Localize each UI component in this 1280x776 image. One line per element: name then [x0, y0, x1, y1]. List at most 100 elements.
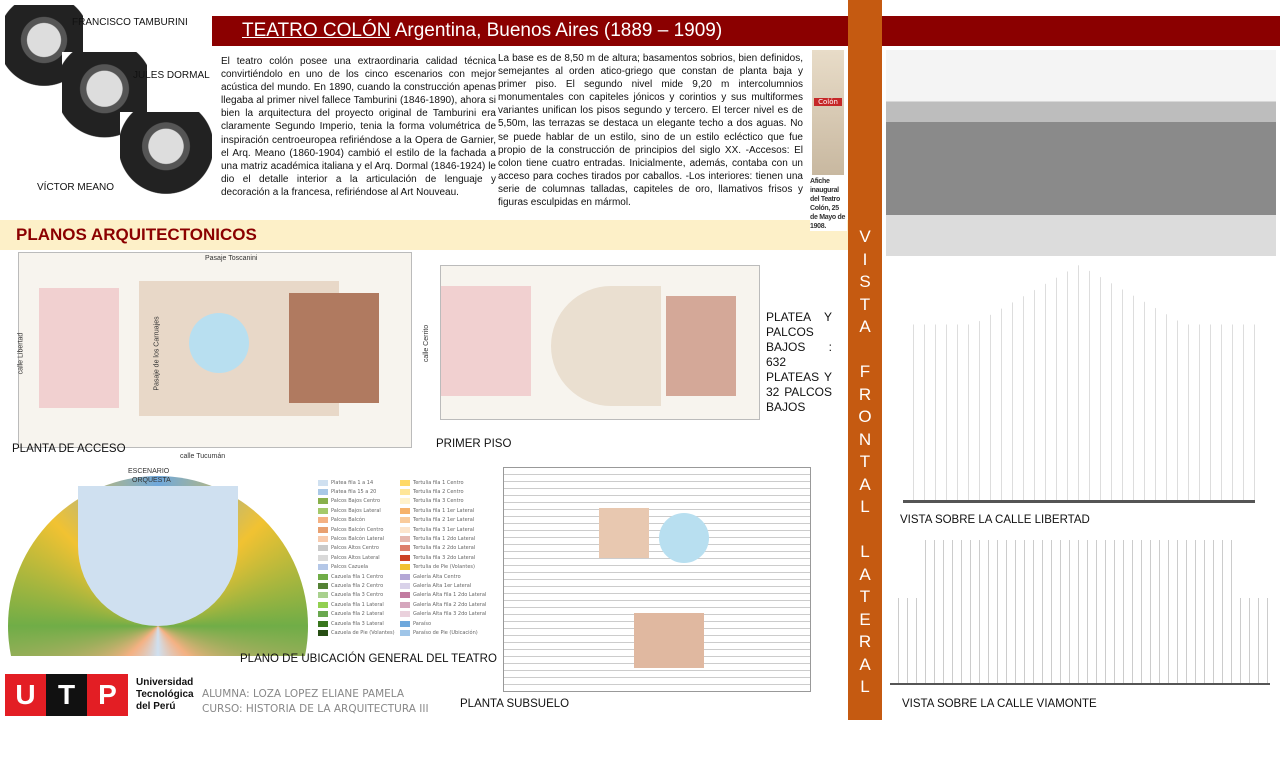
page-title: TEATRO COLÓN Argentina, Buenos Aires (18… — [212, 16, 848, 46]
legend-item: Tertulia de Pie (Volantes) — [400, 563, 486, 572]
legend-swatch — [318, 592, 328, 599]
seating-plan — [8, 466, 308, 656]
vertical-letter: T — [859, 587, 871, 606]
description-paragraph: La base es de 8,50 m de altura; basament… — [498, 53, 803, 209]
vertical-letter: O — [858, 407, 872, 426]
legend-label: Tertulia fila 3 Centro — [413, 498, 464, 505]
legend-label: Palcos Altos Lateral — [331, 554, 380, 561]
plan-label: PLANTA DE ACCESO — [12, 443, 126, 455]
legend-item: Galería Alta fila 1 2do Lateral — [400, 591, 486, 600]
legend-swatch — [318, 526, 328, 533]
legend-label: Palcos Bajos Centro — [331, 498, 381, 505]
architect-name: VÍCTOR MEANO — [37, 182, 115, 193]
legend-swatch — [400, 629, 410, 636]
legend-label: Cazuela de Pie (Volantes) — [331, 629, 395, 636]
elevation-libertad — [903, 265, 1255, 503]
legend-swatch — [318, 629, 328, 636]
university-line: del Perú — [136, 701, 176, 712]
legend-swatch — [318, 620, 328, 627]
legend-item: Tertulia fila 2 2do Lateral — [400, 544, 486, 553]
legend-swatch — [318, 517, 328, 524]
vertical-letter: I — [862, 249, 868, 269]
legend-label: Platea fila 15 a 20 — [331, 489, 377, 496]
legend-item: Cazuela fila 1 Centro — [318, 572, 395, 581]
platea-note: PLATEA Y PALCOS BAJOS : 632 PLATEAS Y 32… — [766, 310, 832, 414]
legend-item: Galería Alta 1er Lateral — [400, 581, 486, 590]
legend-item: Tertulia fila 3 Centro — [400, 497, 486, 506]
legend-label: Palcos Altos Centro — [331, 545, 379, 552]
legend-label: Cazuela fila 2 Centro — [331, 582, 384, 589]
legend-label: Tertulia fila 3 1er Lateral — [413, 526, 475, 533]
vertical-letter: A — [859, 654, 871, 674]
legend-swatch — [400, 536, 410, 543]
legend-label: Platea fila 1 a 14 — [331, 479, 374, 486]
logo-letter: U — [5, 674, 46, 716]
legend-swatch — [318, 564, 328, 571]
vertical-letter: N — [858, 429, 872, 449]
legend-swatch — [318, 489, 328, 496]
history-paragraph: El teatro colón posee una extraordinaria… — [221, 56, 496, 198]
legend-swatch — [318, 601, 328, 608]
legend-swatch — [400, 498, 410, 505]
legend-swatch — [400, 601, 410, 608]
legend-swatch — [400, 526, 410, 533]
vertical-letter: A — [859, 474, 871, 494]
title-rest: Argentina, Buenos Aires (1889 – 1909) — [390, 20, 723, 41]
vertical-letter: L — [860, 497, 870, 516]
legend-item: Galería Alta Centro — [400, 572, 486, 581]
vertical-letter — [848, 339, 882, 362]
legend-swatch — [318, 507, 328, 514]
legend-label: Tertulia fila 2 1er Lateral — [413, 517, 475, 524]
legend-label: Palcos Bajos Lateral — [331, 507, 381, 514]
legend-item: Cazuela de Pie (Volantes) — [318, 628, 395, 637]
plan-ground-floor — [18, 252, 412, 448]
legend-swatch — [400, 564, 410, 571]
legend-label: Tertulia fila 2 Centro — [413, 489, 464, 496]
legend-item: Tertulia fila 3 2do Lateral — [400, 553, 486, 562]
legend-swatch — [318, 611, 328, 618]
legend-swatch — [400, 620, 410, 627]
elevation-viamonte — [890, 540, 1270, 685]
legend-item: Tertulia fila 1 Centro — [400, 478, 486, 487]
plan-label: PLANO DE UBICACIÓN GENERAL DEL TEATRO — [240, 653, 497, 665]
poster-caption: Afiche inaugural del Teatro Colón, 25 de… — [810, 177, 847, 231]
legend-item: Cazuela fila 1 Lateral — [318, 600, 395, 609]
vertical-letter: A — [859, 317, 871, 336]
legend-item: Platea fila 1 a 14 — [318, 478, 395, 487]
elevation-label: VISTA SOBRE LA CALLE VIAMONTE — [902, 698, 1097, 710]
legend-item: Cazuela fila 2 Centro — [318, 581, 395, 590]
vertical-letter: E — [859, 609, 871, 629]
vertical-letter: S — [859, 272, 871, 291]
legend-label: Palcos Cazuela — [331, 564, 369, 571]
legend-label: Galería Alta fila 2 2do Lateral — [413, 601, 487, 608]
legend-label: Tertulia fila 2 2do Lateral — [413, 545, 476, 552]
legend-label: Galería Alta Centro — [413, 573, 461, 580]
inaugural-poster: Colón — [812, 50, 844, 175]
legend-item: Tertulia fila 3 1er Lateral — [400, 525, 486, 534]
legend-label: Tertulia fila 1 1er Lateral — [413, 507, 475, 514]
plan-first-floor — [440, 265, 760, 420]
legend-label: Paraíso — [413, 620, 432, 627]
utp-logo: U T P — [5, 674, 128, 716]
logo-letter: T — [46, 674, 87, 716]
legend-swatch — [400, 479, 410, 486]
legend-label: Galería Alta 1er Lateral — [413, 582, 472, 589]
legend-item: Galería Alta fila 3 2do Lateral — [400, 609, 486, 618]
legend-item: Paraíso — [400, 619, 486, 628]
plan-basement — [503, 467, 811, 692]
legend-label: Galería Alta fila 1 2do Lateral — [413, 592, 487, 599]
legend-swatch — [400, 611, 410, 618]
student-name: ALUMNA: LOZA LOPEZ ELIANE PAMELA — [202, 688, 405, 700]
legend-item: Platea fila 15 a 20 — [318, 487, 395, 496]
legend-label: Cazuela fila 3 Lateral — [331, 620, 384, 627]
legend-item: Palcos Bajos Lateral — [318, 506, 395, 515]
vertical-letter: A — [859, 564, 871, 584]
legend-item: Cazuela fila 3 Centro — [318, 591, 395, 600]
legend-item: Cazuela fila 3 Lateral — [318, 619, 395, 628]
legend-item: Palcos Cazuela — [318, 563, 395, 572]
legend-item: Paraíso de Pie (Ubicación) — [400, 628, 486, 637]
legend-swatch — [400, 489, 410, 496]
legend-swatch — [400, 573, 410, 580]
legend-label: Tertulia fila 1 2do Lateral — [413, 536, 476, 543]
legend-item: Tertulia fila 2 Centro — [400, 487, 486, 496]
